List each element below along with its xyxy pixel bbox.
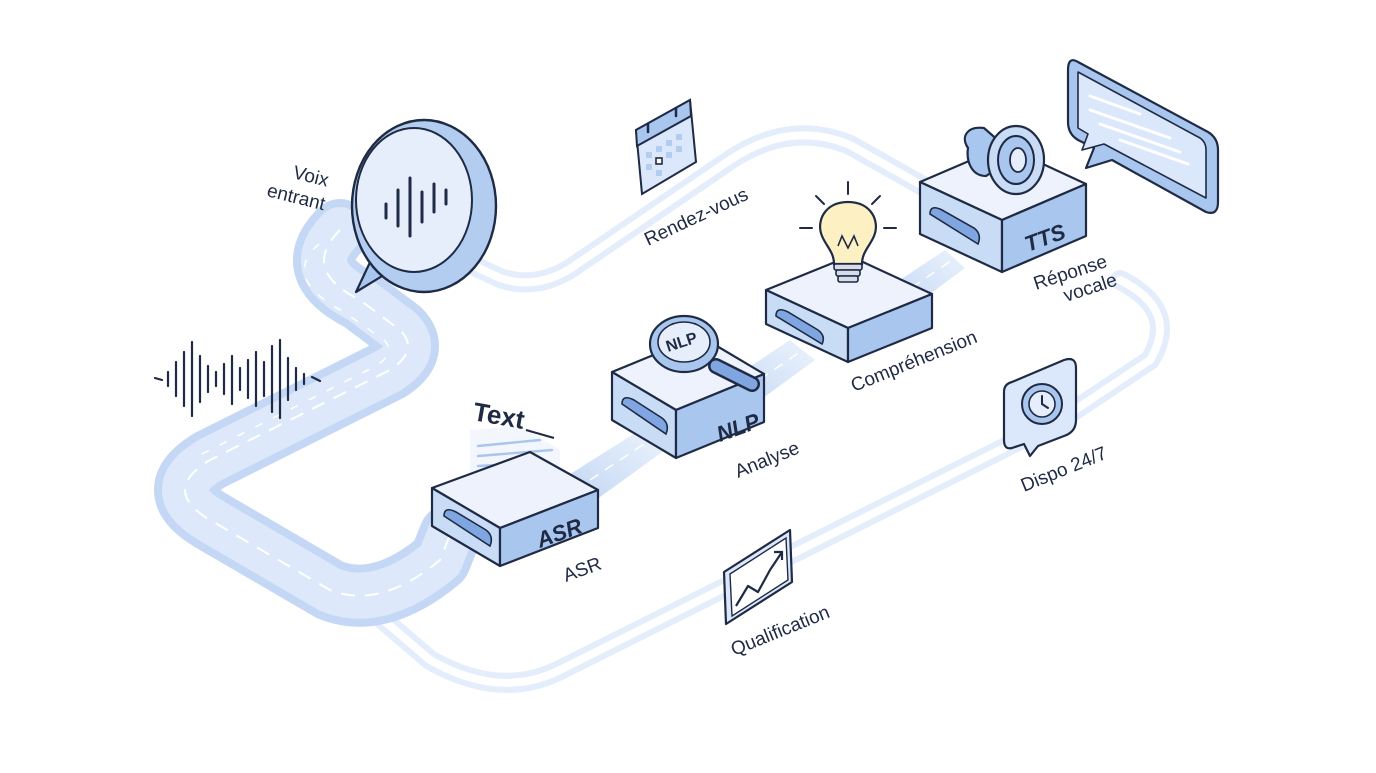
chat-bubble-icon (1066, 59, 1220, 214)
speech-bubble-wave-icon (350, 118, 498, 294)
voice-flow-road (154, 199, 481, 627)
tts-node[interactable] (918, 144, 1088, 274)
speaker-icon (963, 124, 1046, 196)
chart-icon (722, 528, 794, 626)
label-asr: ASR (561, 554, 605, 587)
comprehension-node[interactable] (764, 254, 934, 364)
label-analyse: Analyse (732, 438, 803, 483)
magnifier-icon (648, 314, 760, 392)
sound-wave-icon (153, 338, 322, 420)
outer-loop-path (350, 125, 1170, 693)
nlp-node[interactable] (610, 334, 766, 460)
lightbulb-icon (799, 181, 897, 283)
text-doc-title: Text (471, 396, 527, 435)
phone-clock-icon (1002, 357, 1078, 458)
asr-node[interactable] (430, 450, 600, 568)
calendar-icon (634, 98, 698, 196)
